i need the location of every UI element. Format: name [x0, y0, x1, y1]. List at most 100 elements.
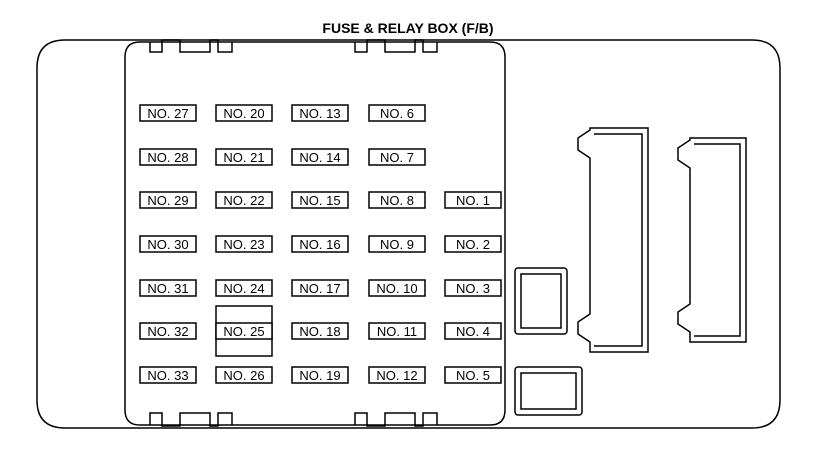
- fuse-4: NO. 4: [444, 322, 502, 340]
- fuse-box: [139, 322, 197, 340]
- fuse-panel: [124, 41, 506, 426]
- fuse-19: NO. 19: [291, 366, 349, 384]
- fuse-label: NO. 3: [456, 281, 490, 296]
- fuse-box: [215, 104, 273, 122]
- fuse-box: [215, 191, 273, 209]
- fuse-box: [139, 148, 197, 166]
- fuse-box: [368, 279, 426, 297]
- fuse-5: NO. 5: [444, 366, 502, 384]
- fuse-label: NO. 5: [456, 368, 490, 383]
- fuse-box: [368, 104, 426, 122]
- fuse-label: NO. 12: [376, 368, 417, 383]
- fuse-7: NO. 7: [368, 148, 426, 166]
- fuse-box: [291, 279, 349, 297]
- outer-housing: [36, 39, 781, 429]
- fuse-label: NO. 27: [147, 106, 188, 121]
- fuse-9: NO. 9: [368, 235, 426, 253]
- fuse-box: [215, 148, 273, 166]
- fuse-box: [444, 279, 502, 297]
- fuse-23: NO. 23: [215, 235, 273, 253]
- fuse-6: NO. 6: [368, 104, 426, 122]
- fuse-1: NO. 1: [444, 191, 502, 209]
- fuse-box: [139, 235, 197, 253]
- fuse-31: NO. 31: [139, 279, 197, 297]
- fuse-label: NO. 10: [376, 281, 417, 296]
- fuse-label: NO. 24: [223, 281, 264, 296]
- fuse-label: NO. 6: [380, 106, 414, 121]
- fuse-label: NO. 20: [223, 106, 264, 121]
- fuse-label: NO. 2: [456, 237, 490, 252]
- fuse-21: NO. 21: [215, 148, 273, 166]
- fuse-label: NO. 28: [147, 150, 188, 165]
- fuse-33: NO. 33: [139, 366, 197, 384]
- fuse-label: NO. 7: [380, 150, 414, 165]
- fuse-box: [139, 104, 197, 122]
- top-left-clip: [149, 39, 233, 53]
- fuse-16: NO. 16: [291, 235, 349, 253]
- fuse-box: [368, 366, 426, 384]
- fuse-box: [291, 235, 349, 253]
- fuse-28: NO. 28: [139, 148, 197, 166]
- fuse-box: [368, 191, 426, 209]
- fuse-box: [444, 366, 502, 384]
- fuse-12: NO. 12: [368, 366, 426, 384]
- fuse-label: NO. 32: [147, 324, 188, 339]
- relay-socket-lower-inner: [520, 372, 577, 410]
- fuse-18: NO. 18: [291, 322, 349, 340]
- fuse-label: NO. 26: [223, 368, 264, 383]
- fuse-box: [139, 366, 197, 384]
- fuse-2: NO. 2: [444, 235, 502, 253]
- fuse-label: NO. 23: [223, 237, 264, 252]
- fuse-17: NO. 17: [291, 279, 349, 297]
- fuse-box: [215, 279, 273, 297]
- fuse-label: NO. 18: [299, 324, 340, 339]
- fuse-label: NO. 11: [377, 324, 417, 339]
- fuse-24: NO. 24: [215, 279, 273, 297]
- fuse-box: [368, 235, 426, 253]
- fuse-label: NO. 33: [147, 368, 188, 383]
- top-right-clip: [354, 39, 438, 53]
- fuse-10: NO. 10: [368, 279, 426, 297]
- fuse-14: NO. 14: [291, 148, 349, 166]
- fuse-3: NO. 3: [444, 279, 502, 297]
- fuse-label: NO. 1: [456, 193, 490, 208]
- fuse-20: NO. 20: [215, 104, 273, 122]
- relay-socket-lower: [514, 366, 583, 416]
- fuse-label: NO. 9: [380, 237, 414, 252]
- fuse-box: [291, 191, 349, 209]
- fuse-box: [444, 191, 502, 209]
- fuse-29: NO. 29: [139, 191, 197, 209]
- fuse-label: NO. 25: [223, 324, 264, 339]
- fuse-32: NO. 32: [139, 322, 197, 340]
- fuse-15: NO. 15: [291, 191, 349, 209]
- fuse-label: NO. 15: [299, 193, 340, 208]
- diagram-title: FUSE & RELAY BOX (F/B): [322, 20, 493, 36]
- fuse-box: [368, 148, 426, 166]
- fuse-box: [139, 279, 197, 297]
- fuse-layer: NO. 1 NO. 2 NO. 3 NO. 4 NO. 5 NO. 6 NO. 7 NO. 8…: [139, 104, 502, 384]
- fuse-30: NO. 30: [139, 235, 197, 253]
- fuse-22: NO. 22: [215, 191, 273, 209]
- fuse-box: [291, 366, 349, 384]
- bottom-right-clip: [354, 412, 438, 427]
- fuse-label: NO. 13: [299, 106, 340, 121]
- fuse-26: NO. 26: [215, 366, 273, 384]
- fuse-label: NO. 22: [223, 193, 264, 208]
- fuse-label: NO. 31: [147, 281, 188, 296]
- fuse-box: [215, 366, 273, 384]
- fuse-label: NO. 19: [299, 368, 340, 383]
- fuse-box: [139, 191, 197, 209]
- fuse-box: [215, 235, 273, 253]
- fuse-11: NO. 11: [368, 322, 426, 340]
- connector-left: [577, 127, 649, 353]
- fuse-8: NO. 8: [368, 191, 426, 209]
- fuse-label: NO. 4: [456, 324, 490, 339]
- fuse-label: NO. 17: [299, 281, 340, 296]
- fuse-label: NO. 29: [147, 193, 188, 208]
- fuse-25: NO. 25: [215, 322, 273, 340]
- fuse-box: [215, 322, 273, 340]
- fuse-box: [291, 104, 349, 122]
- relay-socket-upper-inner: [520, 273, 562, 329]
- fuse-box: [368, 322, 426, 340]
